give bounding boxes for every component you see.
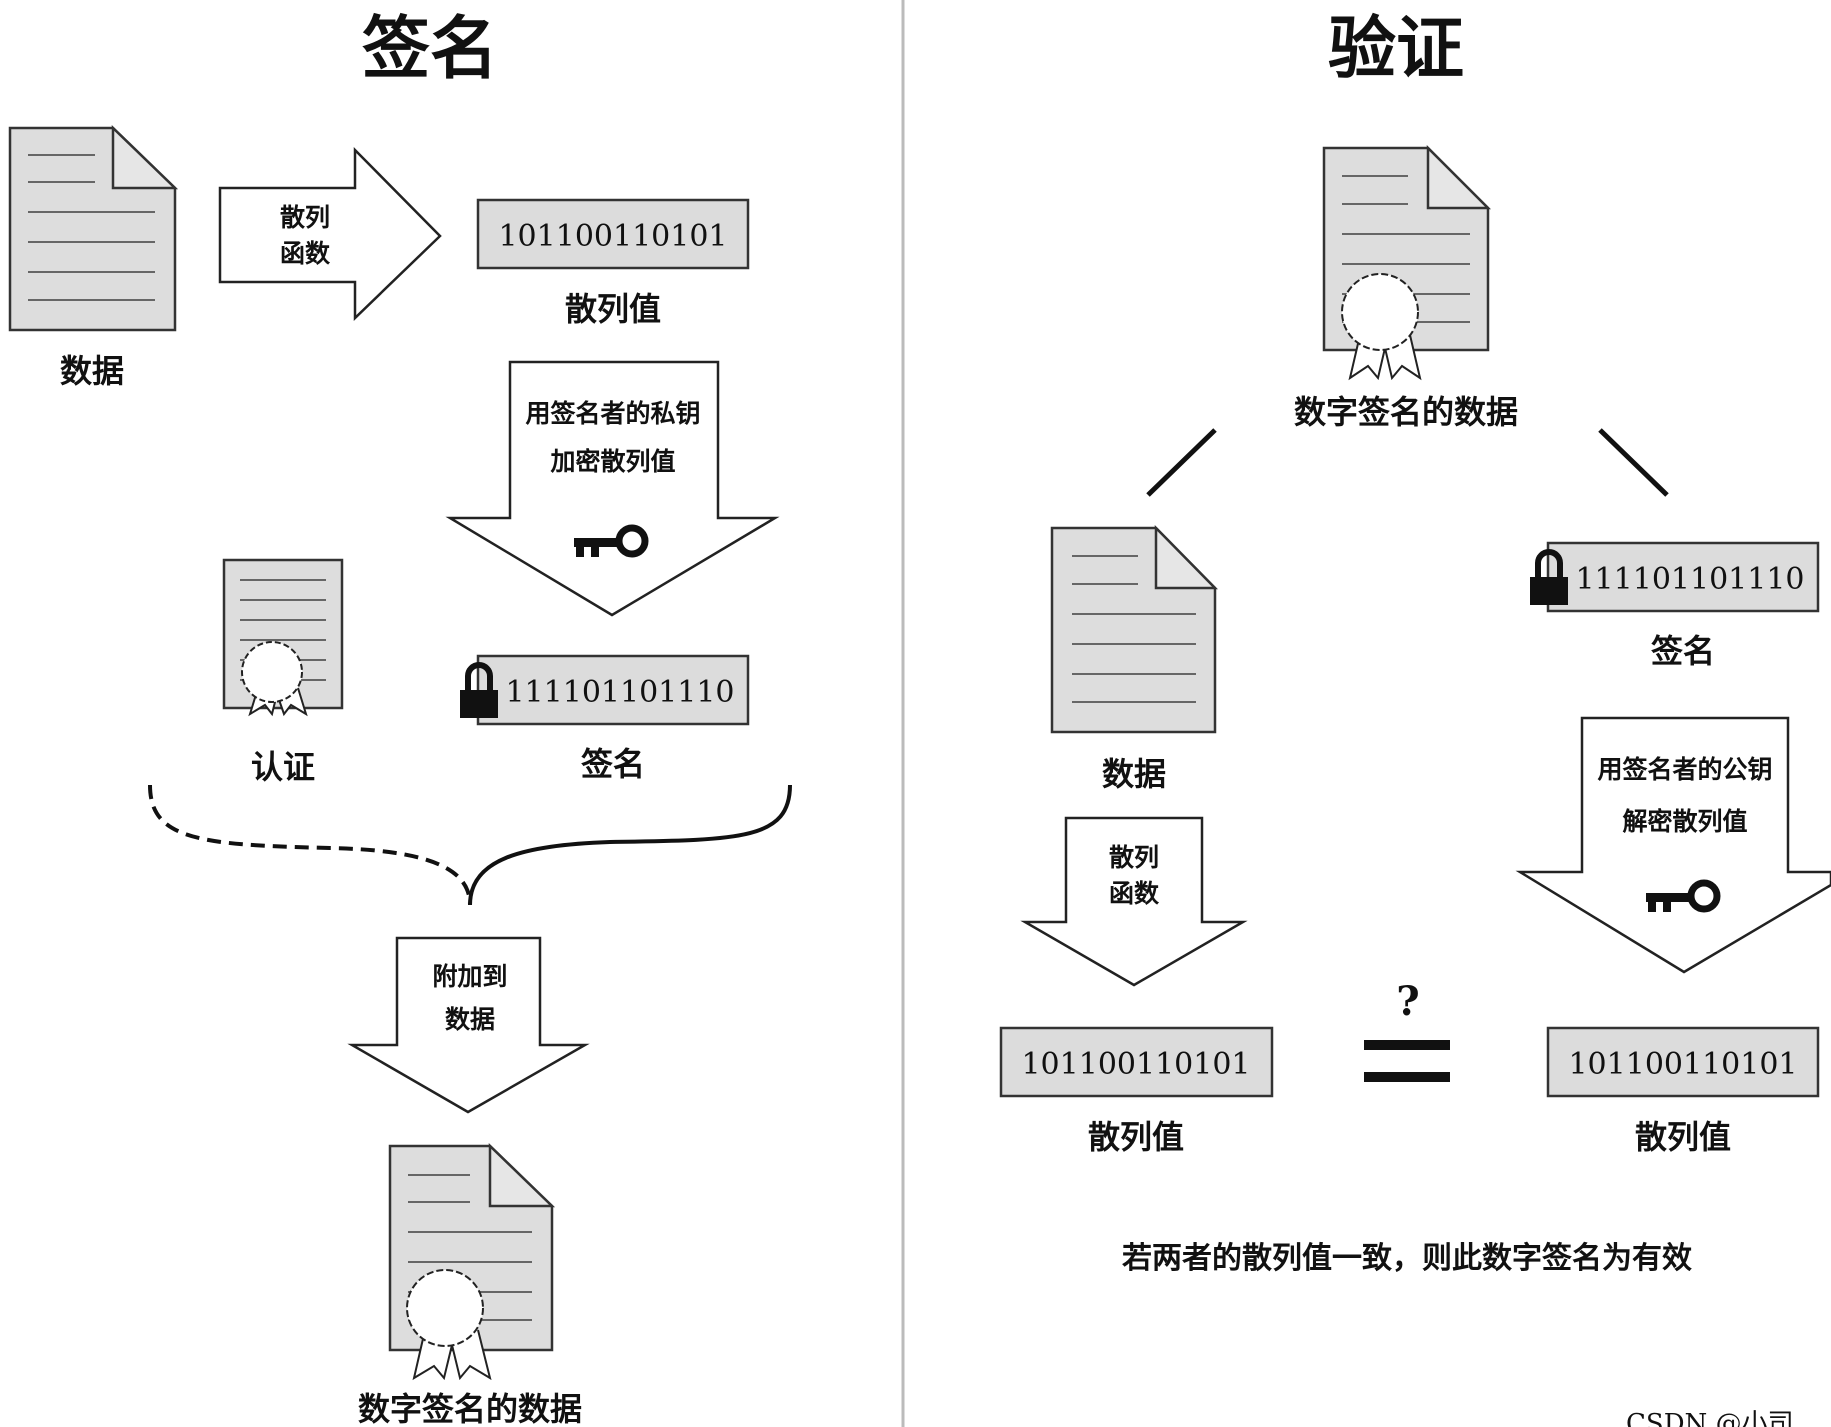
sign-encrypt-line1: 用签名者的私钥 [525, 399, 700, 428]
verify-hash-label-left: 散列值 [1088, 1118, 1184, 1156]
verify-key-icon [1646, 879, 1721, 913]
sign-signature-label: 签名 [581, 745, 645, 783]
decrypt-arrow [1515, 716, 1831, 974]
verify-decrypt-line2: 解密散列值 [1622, 807, 1747, 836]
verify-hash-value-left-box [999, 1026, 1274, 1098]
combine-brace-solid [468, 784, 792, 906]
sign-attach-line1: 附加到 [432, 962, 507, 991]
sign-encrypt-line2: 加密散列值 [549, 447, 675, 476]
sign-hash-function-line2: 函数 [280, 239, 331, 268]
verify-data-label: 数据 [1102, 755, 1166, 793]
verify-signature-box [1546, 541, 1820, 613]
verify-signature-value: 111101101110 [1575, 562, 1804, 597]
verify-signed-data-label: 数字签名的数据 [1294, 393, 1518, 431]
sign-title: 签名 [362, 9, 498, 89]
key-icon [574, 524, 649, 558]
verify-conclusion: 若两者的散列值一致，则此数字签名为有效 [1122, 1241, 1692, 1276]
combine-brace-dashed [148, 784, 472, 906]
signed-document-icon [388, 1143, 556, 1381]
attach-arrow [347, 936, 590, 1114]
split-line-left [1146, 428, 1217, 497]
equals-icon [1364, 1040, 1450, 1082]
sign-hash-label: 散列值 [565, 290, 661, 328]
verify-hash-function-arrow [1020, 816, 1248, 987]
verify-lock-icon [1530, 549, 1568, 605]
sign-hash-value: 101100110101 [498, 219, 727, 254]
sign-attach-line2: 数据 [445, 1005, 495, 1034]
sign-data-label: 数据 [60, 352, 124, 390]
encrypt-arrow [445, 360, 780, 617]
verify-decrypt-line1: 用签名者的公钥 [1597, 755, 1772, 784]
watermark: CSDN @小司 [1626, 1409, 1794, 1427]
lock-icon [460, 662, 498, 718]
verify-hash-value-right: 101100110101 [1568, 1047, 1797, 1082]
certificate-seal-icon [222, 558, 344, 717]
certificate-label: 认证 [251, 748, 315, 786]
verify-hash-value-right-box [1546, 1026, 1820, 1098]
sign-signed-data-label: 数字签名的数据 [358, 1390, 582, 1427]
sign-hash-function-line1: 散列 [280, 203, 330, 232]
verify-hash-function-line1: 散列 [1109, 843, 1159, 872]
verify-document-icon [1050, 524, 1218, 734]
verify-hash-value-left: 101100110101 [1021, 1047, 1250, 1082]
verify-hash-function-line2: 函数 [1109, 879, 1160, 908]
verify-hash-label-right: 散列值 [1635, 1118, 1731, 1156]
verify-title: 验证 [1328, 9, 1464, 89]
sign-hash-value-box [476, 198, 750, 270]
compare-question-mark: ? [1396, 978, 1419, 1025]
split-line-right [1598, 428, 1669, 497]
document-icon [8, 125, 179, 332]
verify-signature-label: 签名 [1651, 632, 1715, 670]
sign-signature-value: 111101101110 [505, 675, 734, 710]
hash-function-arrow [218, 146, 442, 321]
verify-signed-document-icon [1322, 144, 1492, 381]
